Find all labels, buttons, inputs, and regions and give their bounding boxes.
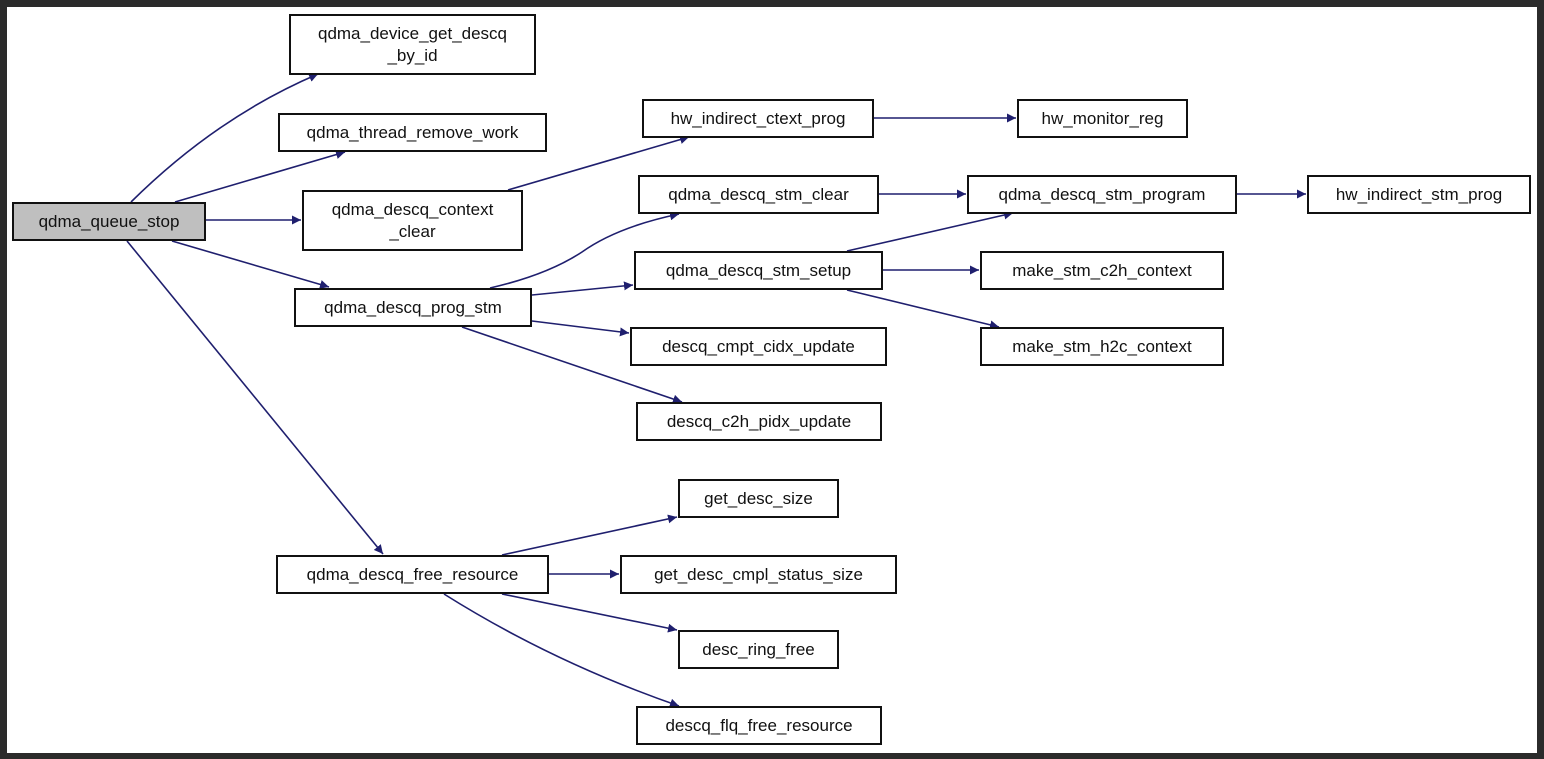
edge-prog-stm-to-cmpt-cidx	[531, 320, 630, 337]
node-hw-monitor-reg[interactable]: hw_monitor_reg	[1017, 99, 1188, 138]
edge-stm-setup-to-h2c-ctx	[846, 289, 1000, 330]
edge-stop-to-thread-remove	[174, 150, 346, 203]
node-label: make_stm_c2h_context	[1012, 260, 1192, 280]
node-label: qdma_descq_stm_clear	[668, 184, 849, 204]
node-make-stm-h2c-context[interactable]: make_stm_h2c_context	[980, 327, 1224, 366]
edge-stop-to-free-resource	[126, 240, 384, 555]
edge-stop-to-prog-stm	[171, 240, 330, 289]
node-get-desc-size[interactable]: get_desc_size	[678, 479, 839, 518]
edge-stm-setup-to-program	[846, 210, 1014, 252]
node-label: qdma_thread_remove_work	[306, 122, 519, 142]
node-label: hw_indirect_ctext_prog	[670, 108, 846, 128]
edge-free-to-ring-free	[501, 593, 678, 633]
node-label: qdma_descq_prog_stm	[324, 297, 502, 317]
node-label: qdma_descq_context _clear	[331, 199, 494, 241]
node-qdma-descq-stm-program[interactable]: qdma_descq_stm_program	[967, 175, 1237, 214]
edge-free-to-get-desc-size	[501, 514, 678, 556]
node-qdma-descq-context-clear[interactable]: qdma_descq_context _clear	[302, 190, 523, 251]
node-qdma-device-get-descq-by-id[interactable]: qdma_device_get_descq _by_id	[289, 14, 536, 75]
node-qdma-thread-remove-work[interactable]: qdma_thread_remove_work	[278, 113, 547, 152]
node-desc-ring-free[interactable]: desc_ring_free	[678, 630, 839, 669]
call-graph-edges	[126, 73, 1306, 708]
node-label: hw_indirect_stm_prog	[1335, 184, 1503, 204]
node-label: desc_ring_free	[702, 639, 815, 659]
node-label: descq_c2h_pidx_update	[666, 411, 852, 431]
node-label: qdma_queue_stop	[38, 211, 180, 231]
node-label: qdma_descq_free_resource	[306, 564, 519, 584]
edge-free-to-flq-free	[443, 593, 680, 708]
node-make-stm-c2h-context[interactable]: make_stm_c2h_context	[980, 251, 1224, 290]
node-label: qdma_descq_stm_program	[998, 184, 1206, 204]
edge-stop-to-get-descq	[130, 73, 319, 203]
node-hw-indirect-stm-prog[interactable]: hw_indirect_stm_prog	[1307, 175, 1531, 214]
node-label: descq_flq_free_resource	[665, 715, 853, 735]
node-label: qdma_device_get_descq _by_id	[317, 23, 508, 65]
edge-prog-stm-to-c2h-pidx	[461, 326, 683, 404]
node-qdma-queue-stop[interactable]: qdma_queue_stop	[12, 202, 206, 241]
node-qdma-descq-free-resource[interactable]: qdma_descq_free_resource	[276, 555, 549, 594]
node-qdma-descq-prog-stm[interactable]: qdma_descq_prog_stm	[294, 288, 532, 327]
node-qdma-descq-stm-clear[interactable]: qdma_descq_stm_clear	[638, 175, 879, 214]
node-qdma-descq-stm-setup[interactable]: qdma_descq_stm_setup	[634, 251, 883, 290]
node-descq-cmpt-cidx-update[interactable]: descq_cmpt_cidx_update	[630, 327, 887, 366]
node-label: make_stm_h2c_context	[1012, 336, 1192, 356]
node-label: descq_cmpt_cidx_update	[662, 336, 855, 356]
node-descq-c2h-pidx-update[interactable]: descq_c2h_pidx_update	[636, 402, 882, 441]
node-label: get_desc_cmpl_status_size	[654, 564, 863, 584]
edge-context-clear-to-ctext	[507, 135, 690, 191]
node-hw-indirect-ctext-prog[interactable]: hw_indirect_ctext_prog	[642, 99, 874, 138]
node-label: hw_monitor_reg	[1041, 108, 1164, 128]
node-label: get_desc_size	[704, 488, 813, 508]
edge-prog-stm-to-stm-setup	[531, 281, 634, 296]
edge-prog-stm-to-stm-clear	[489, 211, 680, 289]
node-descq-flq-free-resource[interactable]: descq_flq_free_resource	[636, 706, 882, 745]
node-get-desc-cmpl-status-size[interactable]: get_desc_cmpl_status_size	[620, 555, 897, 594]
call-graph-canvas: qdma_queue_stop qdma_device_get_descq _b…	[7, 7, 1537, 753]
node-label: qdma_descq_stm_setup	[665, 260, 852, 280]
